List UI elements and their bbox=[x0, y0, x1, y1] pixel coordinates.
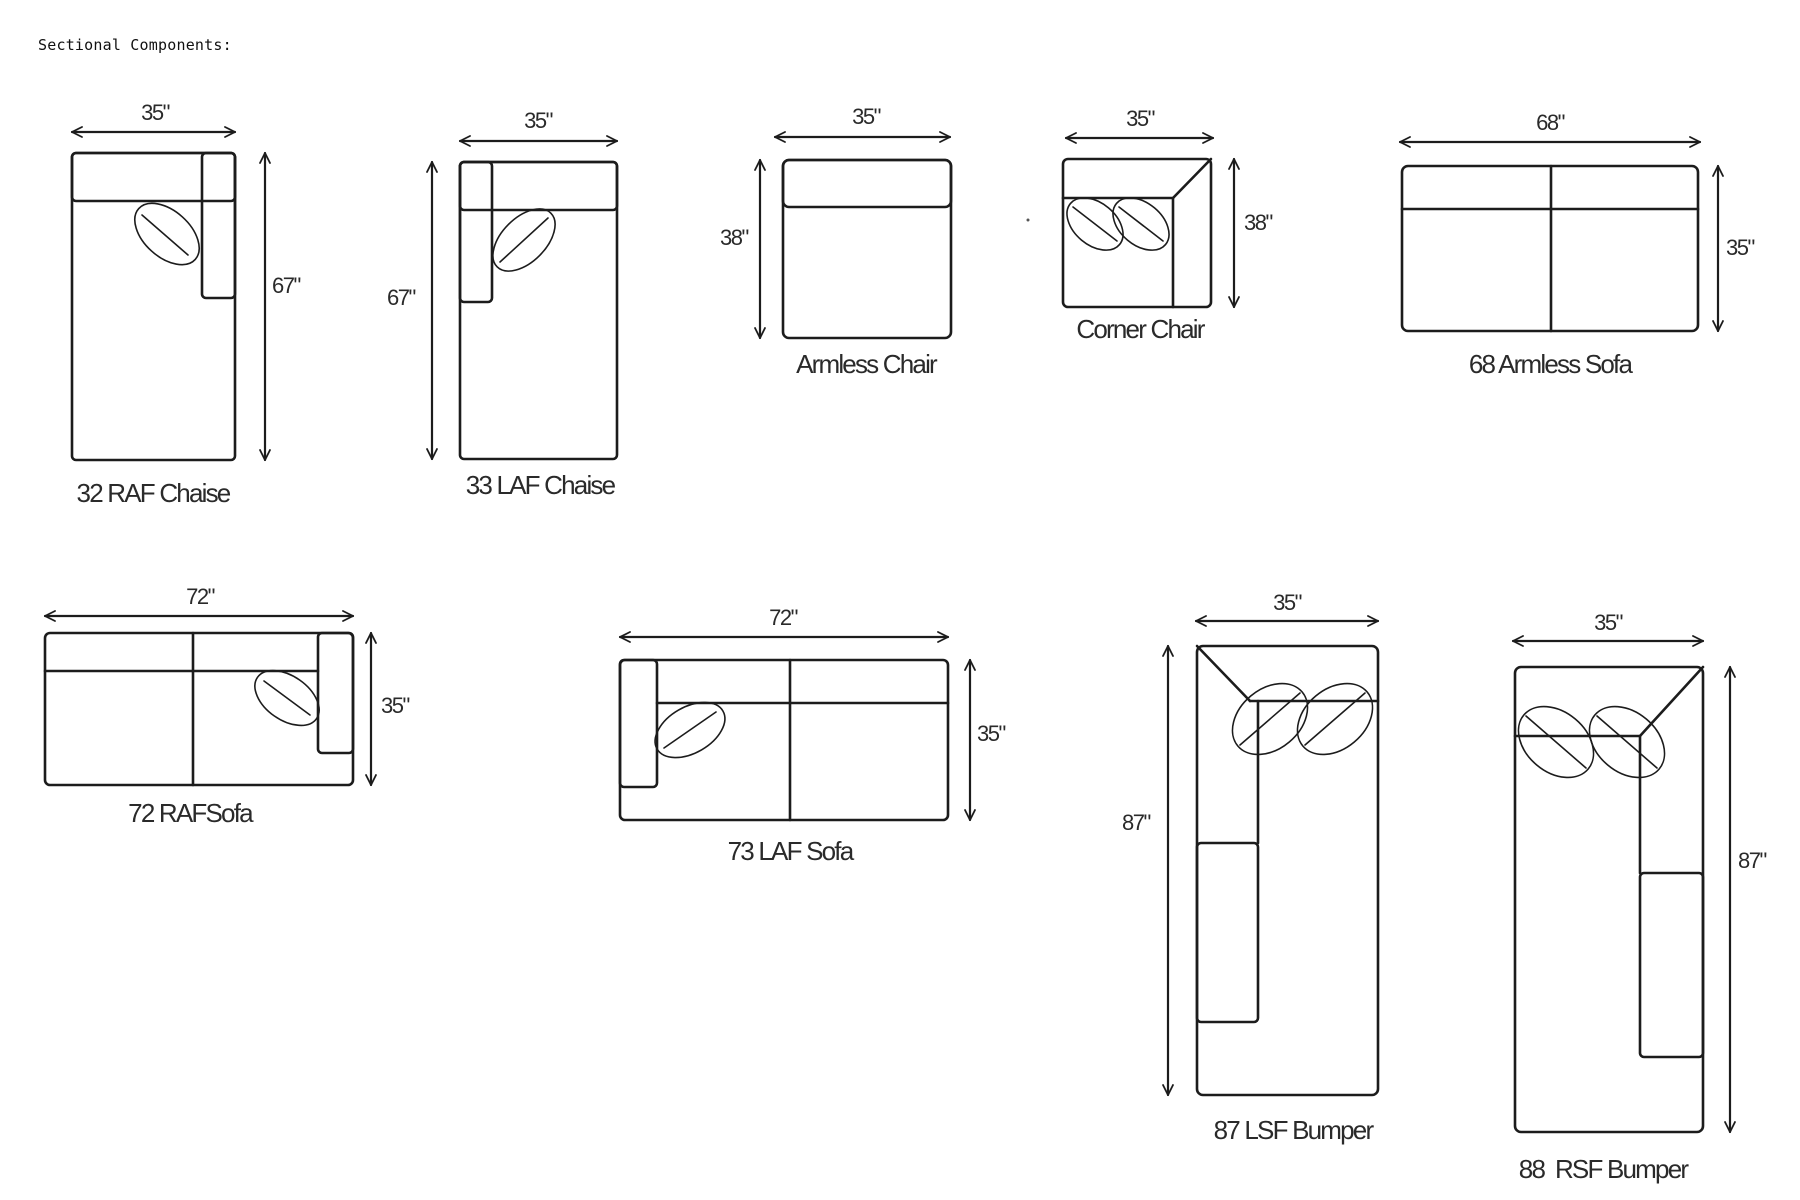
depth-label: 67" bbox=[272, 273, 300, 298]
width-label: 35" bbox=[1273, 590, 1301, 615]
pillow-icon bbox=[1588, 705, 1666, 779]
stray-dot bbox=[1026, 218, 1030, 222]
laf-sofa: 72" 35" 73 LAF Sofa bbox=[618, 605, 1007, 866]
laf-chaise: 35" 67" 33 LAF Chaise bbox=[387, 108, 619, 500]
component-label: 68 Armless Sofa bbox=[1469, 349, 1634, 379]
page-title: Sectional Components: bbox=[38, 36, 232, 54]
lsf-bumper: 35" 87" 87 LSF Bumper bbox=[1122, 590, 1380, 1145]
pillow-icon bbox=[134, 202, 200, 266]
depth-label: 87" bbox=[1738, 848, 1766, 873]
width-label: 68" bbox=[1536, 110, 1564, 135]
pillow-icon bbox=[654, 701, 726, 759]
component-label: 72 RAFSofa bbox=[128, 798, 254, 828]
corner-chair: 35" 38" Corner Chair bbox=[1026, 106, 1274, 344]
armless-sofa: 68" 35" 68 Armless Sofa bbox=[1398, 110, 1756, 379]
pillow-icon bbox=[1066, 197, 1124, 251]
component-label: 88 RSF Bumper bbox=[1519, 1154, 1690, 1184]
component-label: 32 RAF Chaise bbox=[77, 478, 231, 508]
pillow-icon bbox=[1296, 682, 1374, 756]
depth-label: 38" bbox=[1244, 210, 1272, 235]
component-label: 73 LAF Sofa bbox=[728, 836, 855, 866]
depth-label: 35" bbox=[381, 693, 409, 718]
component-label: Armless Chair bbox=[796, 349, 938, 379]
pillow-icon bbox=[1517, 705, 1595, 779]
depth-label: 38" bbox=[720, 225, 748, 250]
depth-label: 87" bbox=[1122, 810, 1150, 835]
rsf-bumper: 35" 87" 88 RSF Bumper bbox=[1511, 610, 1768, 1184]
width-label: 35" bbox=[524, 108, 552, 133]
armless-chair: 35" 38" Armless Chair bbox=[720, 104, 953, 379]
width-label: 35" bbox=[852, 104, 880, 129]
width-label: 35" bbox=[141, 100, 169, 125]
width-label: 72" bbox=[186, 584, 214, 609]
width-label: 72" bbox=[769, 605, 797, 630]
pillow-icon bbox=[1231, 682, 1309, 756]
width-label: 35" bbox=[1594, 610, 1622, 635]
component-label: 33 LAF Chaise bbox=[466, 470, 616, 500]
depth-label: 35" bbox=[977, 721, 1005, 746]
pillow-icon bbox=[492, 208, 556, 272]
pillow-icon bbox=[1112, 197, 1170, 251]
raf-sofa: 72" 35" 72 RAFSofa bbox=[43, 584, 411, 828]
depth-label: 67" bbox=[387, 285, 415, 310]
component-label: Corner Chair bbox=[1076, 314, 1205, 344]
pillow-icon bbox=[254, 669, 320, 727]
raf-chaise: 35" 67" 32 RAF Chaise bbox=[70, 100, 302, 508]
component-label: 87 LSF Bumper bbox=[1214, 1115, 1375, 1145]
depth-label: 35" bbox=[1726, 235, 1754, 260]
width-label: 35" bbox=[1126, 106, 1154, 131]
